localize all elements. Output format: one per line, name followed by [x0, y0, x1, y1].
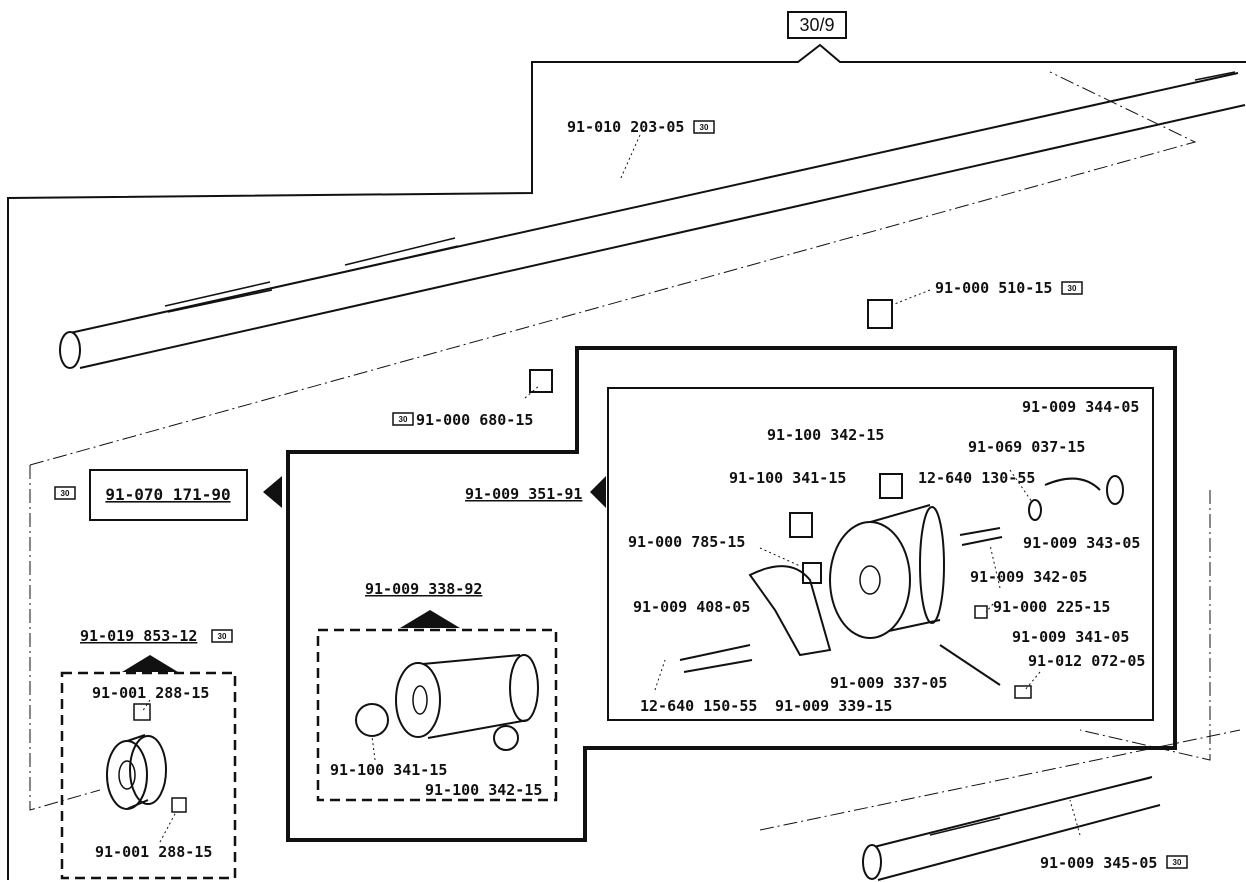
ref-icon-30: 30	[61, 489, 70, 498]
part-label-sub-screw-right: 91-100 342-15	[425, 781, 542, 799]
pointer-triangle-right	[590, 476, 606, 508]
collar-drawing	[106, 703, 187, 813]
ref-icon-30: 30	[1068, 284, 1077, 293]
part-label-pin-012-072: 91-012 072-05	[1028, 652, 1145, 670]
sub-assembly-drawing	[355, 654, 539, 751]
plane-line-left	[29, 465, 101, 811]
ref-icon-30: 30	[399, 415, 408, 424]
part-label-collar-screw-top: 91-001 288-15	[92, 684, 209, 702]
collar-assembly-triangle	[122, 655, 178, 672]
ref-icon-30: 30	[218, 632, 227, 641]
plug-drawing	[529, 369, 553, 393]
detail-box	[607, 387, 1154, 721]
plane-line-top	[29, 71, 1197, 466]
part-label-sub-assembly: 91-009 338-92	[365, 580, 482, 598]
part-label-screw-342-15: 91-100 342-15	[767, 426, 884, 444]
plane-line-right	[1079, 490, 1211, 761]
part-label-pin-342-05: 91-009 342-05	[970, 568, 1087, 586]
pointer-triangle-left	[263, 476, 282, 508]
part-label-assembly-91: 91-009 351-91	[465, 485, 582, 503]
assembly-outline	[286, 346, 1177, 842]
part-label-plug: 30 91-000 680-15	[392, 411, 533, 429]
main-shaft-drawing	[59, 71, 1246, 369]
part-label-spring-343: 91-009 343-05	[1023, 534, 1140, 552]
part-label-ref-icon-left: 30	[54, 486, 76, 500]
assembly-reference-label: 91-070 171-90	[105, 485, 230, 504]
small-shaft-drawing	[862, 776, 1161, 881]
sub-assembly-triangle	[400, 610, 460, 628]
part-label-shaft-main: 91-010 203-05 30	[567, 118, 715, 136]
ref-icon-30: 30	[700, 123, 709, 132]
page-reference-box: 30/9	[787, 11, 847, 39]
part-label-screw-785: 91-000 785-15	[628, 533, 745, 551]
part-label-pin-408: 91-009 408-05	[633, 598, 750, 616]
part-label-344: 91-009 344-05	[1022, 398, 1139, 416]
svg-text:91-010 203-05: 91-010 203-05	[567, 118, 684, 136]
part-label-ring-150-55: 12-640 150-55	[640, 697, 757, 715]
part-label-collar-assembly: 91-019 853-12 30	[80, 627, 233, 645]
svg-text:91-000 680-15: 91-000 680-15	[416, 411, 533, 429]
part-label-collar-screw-bottom: 91-001 288-15	[95, 843, 212, 861]
sub-assembly-box	[316, 628, 558, 802]
svg-text:91-019 853-12: 91-019 853-12	[80, 627, 197, 645]
part-label-screw-top: 91-000 510-15 30	[935, 279, 1083, 297]
page-reference-label: 30/9	[799, 15, 834, 35]
detail-parts-drawing	[679, 473, 1124, 699]
part-label-shaft-345: 91-009 345-05 30	[1040, 854, 1188, 872]
part-label-screw-225: 91-000 225-15	[993, 598, 1110, 616]
part-label-body-337: 91-009 337-05	[830, 674, 947, 692]
part-label-ring-130-55: 12-640 130-55	[918, 469, 1035, 487]
part-label-screw-341-15: 91-100 341-15	[729, 469, 846, 487]
svg-text:91-009 345-05: 91-009 345-05	[1040, 854, 1157, 872]
leader-lines	[141, 134, 1081, 843]
ref-icon-30: 30	[1173, 858, 1182, 867]
part-label-lever-339: 91-009 339-15	[775, 697, 892, 715]
svg-text:91-000 510-15: 91-000 510-15	[935, 279, 1052, 297]
assembly-reference-box: 91-070 171-90	[89, 469, 248, 521]
outer-frame-line	[7, 43, 1246, 880]
top-screw-drawing	[867, 299, 893, 329]
part-label-sub-screw-left: 91-100 341-15	[330, 761, 447, 779]
part-label-spring-341-05: 91-009 341-05	[1012, 628, 1129, 646]
part-label-069-037: 91-069 037-15	[968, 438, 1085, 456]
collar-assembly-box	[60, 671, 237, 880]
